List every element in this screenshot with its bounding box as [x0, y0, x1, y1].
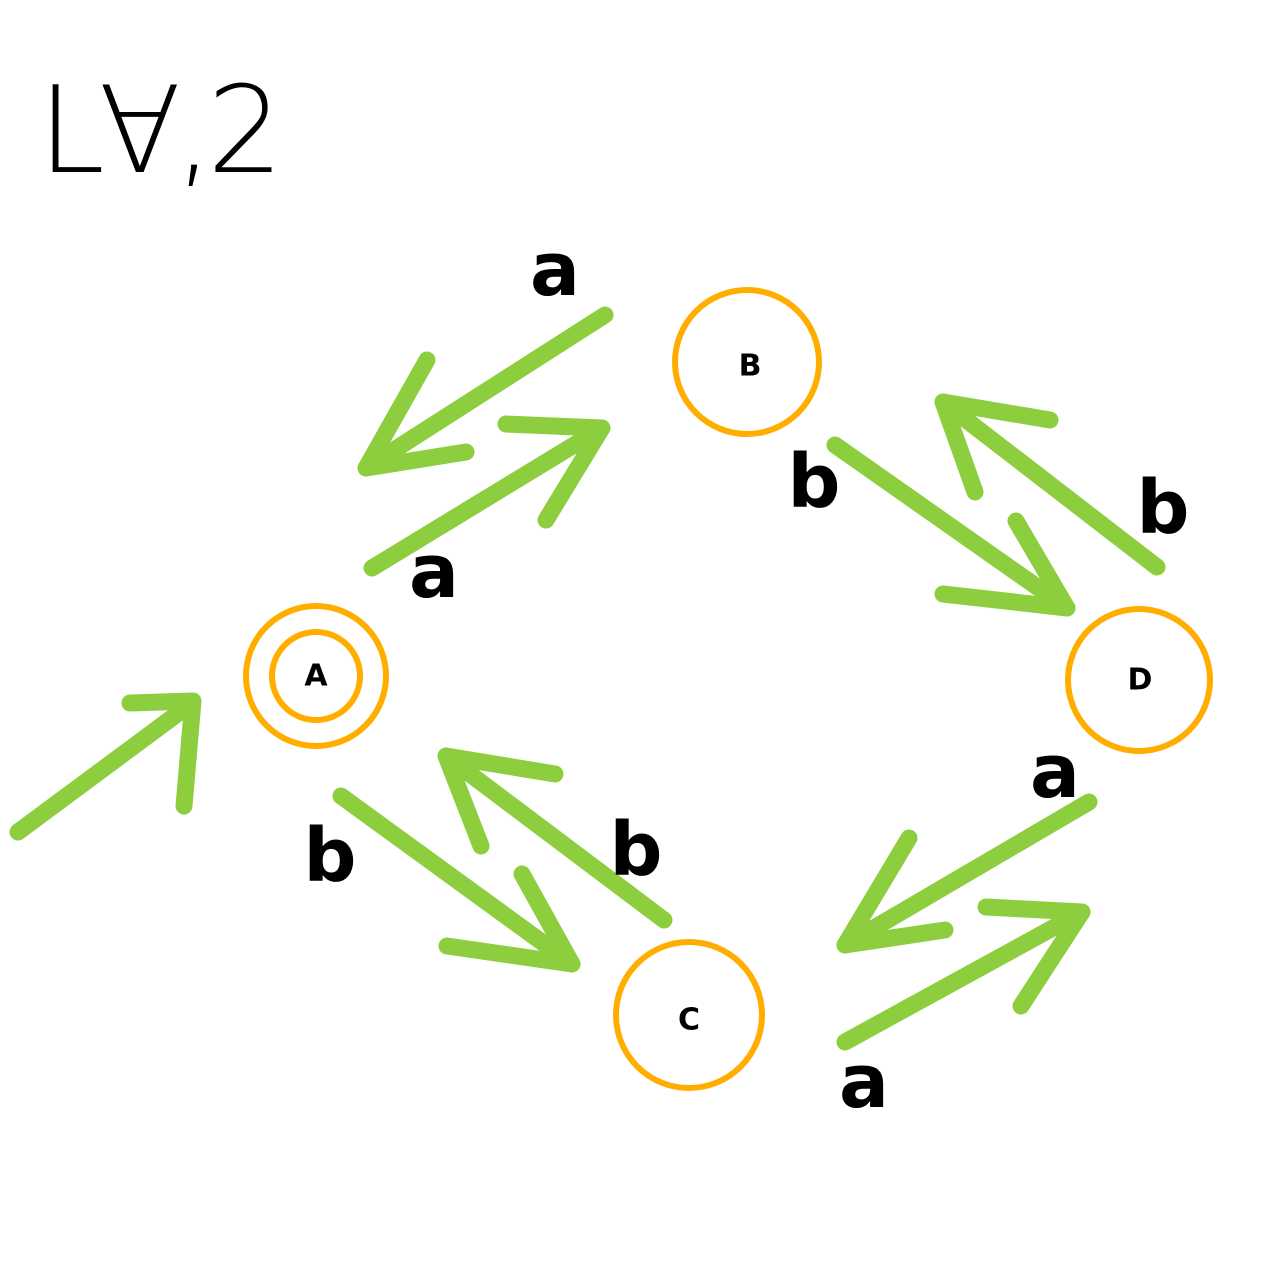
transition-a-to-b: a	[363, 415, 611, 615]
transition-d-to-b-label: b	[1137, 465, 1190, 551]
initial-arrow	[9, 692, 202, 841]
transition-b-to-d-label: b	[788, 439, 841, 525]
state-a-label: A	[304, 659, 328, 694]
transition-b-to-d: b	[788, 436, 1076, 617]
state-c-label: C	[678, 1003, 700, 1038]
transition-a-to-c-label: b	[304, 813, 357, 899]
state-a: A	[243, 603, 389, 749]
transition-c-to-a: b	[437, 747, 673, 929]
state-d-label: D	[1128, 663, 1153, 698]
transition-d-to-c: a	[836, 729, 1098, 954]
state-c: C	[613, 939, 765, 1091]
transition-c-to-d: a	[836, 898, 1091, 1125]
transition-d-to-b: b	[934, 393, 1190, 576]
state-a-outer-circle	[243, 603, 389, 749]
state-d: D	[1065, 606, 1213, 754]
transition-c-to-d-label: a	[839, 1039, 889, 1125]
state-b-label: B	[739, 349, 762, 384]
state-b: B	[672, 287, 822, 437]
state-b-circle	[672, 287, 822, 437]
state-a-inner-circle	[269, 629, 363, 723]
transition-c-to-a-label: b	[610, 807, 663, 893]
transition-b-to-a: a	[357, 227, 614, 477]
transition-b-to-a-label: a	[530, 227, 580, 313]
state-c-circle	[613, 939, 765, 1091]
transition-d-to-c-label: a	[1030, 729, 1080, 815]
diagram-title: L∀,2	[38, 62, 277, 201]
transition-a-to-b-label: a	[409, 529, 459, 615]
transition-a-to-c: b	[304, 787, 581, 973]
state-d-circle	[1065, 606, 1213, 754]
